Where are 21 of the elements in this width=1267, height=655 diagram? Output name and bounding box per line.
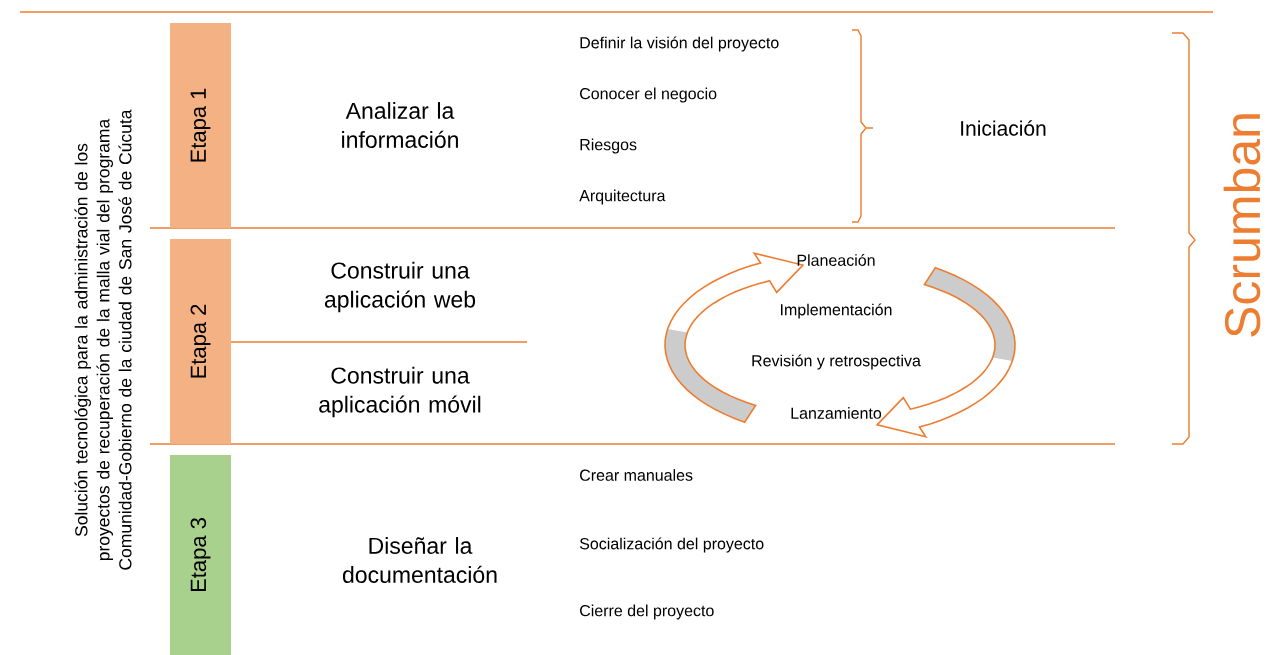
activity-text: Cierre del proyecto bbox=[580, 604, 714, 620]
cycle-step: Planeación bbox=[797, 254, 875, 266]
activity-text: Riesgos bbox=[580, 138, 637, 154]
stage-heading: Analizar la información bbox=[342, 102, 458, 148]
cycle-step: Revisión y retrospectiva bbox=[752, 354, 921, 370]
vertical-title: Solución tecnológica para la administración de los proyectos de recuperación de la malla vial del programa Comunidad-Gobierno de la ciudad de San José de Cúcuta bbox=[74, 109, 132, 570]
activity-text: Conocer el negocio bbox=[580, 87, 717, 103]
activity-text: Socialización del proyecto bbox=[579, 537, 764, 553]
stage-box: Etapa 1 bbox=[170, 23, 231, 228]
cycle-step: Implementación bbox=[781, 303, 892, 319]
stage-heading: Construir una aplicación móvil bbox=[319, 366, 481, 418]
phase-label: Iniciación bbox=[961, 120, 1046, 136]
cycle-step: Lanzamiento bbox=[791, 407, 882, 419]
activity-text: Crear manuales bbox=[580, 469, 693, 481]
stage-box: Etapa 2 bbox=[170, 239, 231, 444]
stage-heading: Diseñar la documentación bbox=[343, 537, 497, 583]
stage-box: Etapa 3 bbox=[170, 455, 231, 655]
methodology-label: Scrumban bbox=[1223, 114, 1261, 337]
activity-text: Arquitectura bbox=[579, 189, 666, 205]
activity-text: Definir la visión del proyecto bbox=[580, 36, 779, 52]
stage-heading: Construir una aplicación web bbox=[324, 261, 476, 313]
